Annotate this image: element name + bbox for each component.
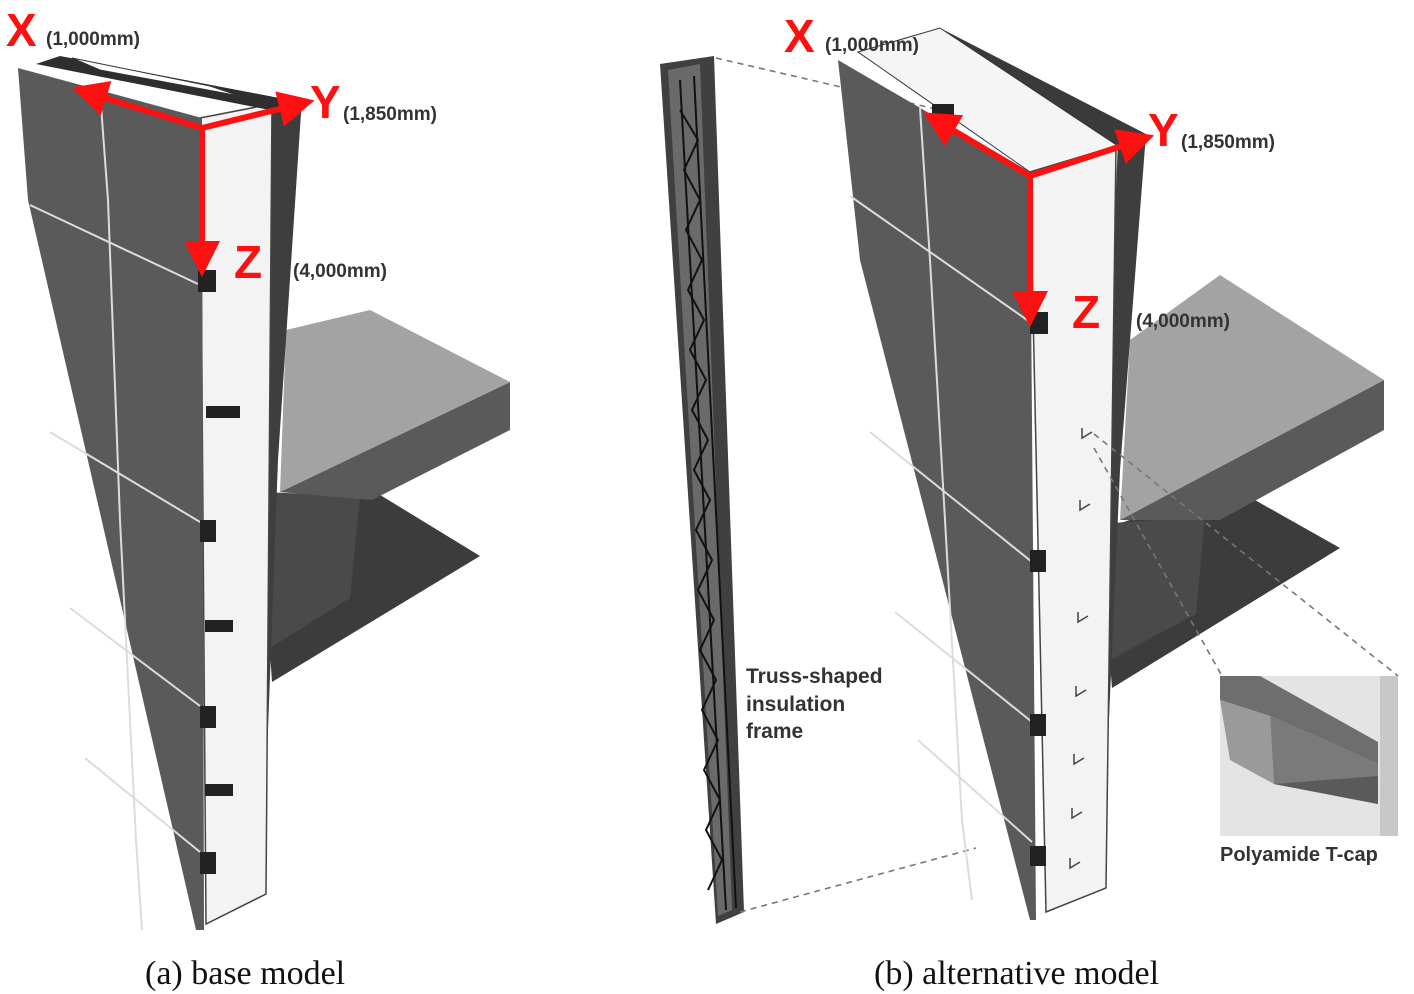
b-axis-z: Z — [1072, 286, 1100, 338]
b-insulation-strip — [1029, 144, 1117, 914]
b-axis-x: X — [784, 10, 815, 62]
b-cladding-panel — [838, 60, 1036, 920]
a-caption: (a) base model — [145, 955, 345, 992]
tcap-inset — [1220, 676, 1398, 836]
truss-label-line1: Truss-shaped — [746, 665, 883, 688]
a-axis-z: Z — [234, 236, 262, 288]
slab-top — [280, 310, 510, 492]
base-model-drawing — [18, 56, 510, 931]
slab-front — [280, 382, 510, 500]
a-dim-z: (4,000mm) — [293, 261, 387, 282]
b-caption: (b) alternative model — [874, 955, 1159, 992]
b-slab-beam — [1100, 516, 1205, 660]
a-axis-y: Y — [310, 76, 341, 128]
b-axis-y: Y — [1148, 104, 1179, 156]
cladding-panel — [18, 68, 204, 930]
b-dim-z: (4,000mm) — [1136, 311, 1230, 332]
b-slab-top — [1120, 275, 1384, 520]
b-dim-x: (1,000mm) — [825, 35, 919, 56]
truss-label-line3: frame — [746, 720, 803, 743]
tcap-label: Polyamide T-cap — [1220, 844, 1378, 866]
alternative-model-drawing — [838, 27, 1399, 920]
top-rail-white — [71, 57, 241, 97]
a-dim-x: (1,000mm) — [46, 29, 140, 50]
b-dim-y: (1,850mm) — [1181, 132, 1275, 153]
truss-label-line2: insulation — [746, 693, 845, 716]
insulation-strip — [199, 103, 273, 926]
slab-beam — [262, 492, 360, 648]
a-axis-x: X — [6, 4, 37, 56]
a-dim-y: (1,850mm) — [343, 104, 437, 125]
